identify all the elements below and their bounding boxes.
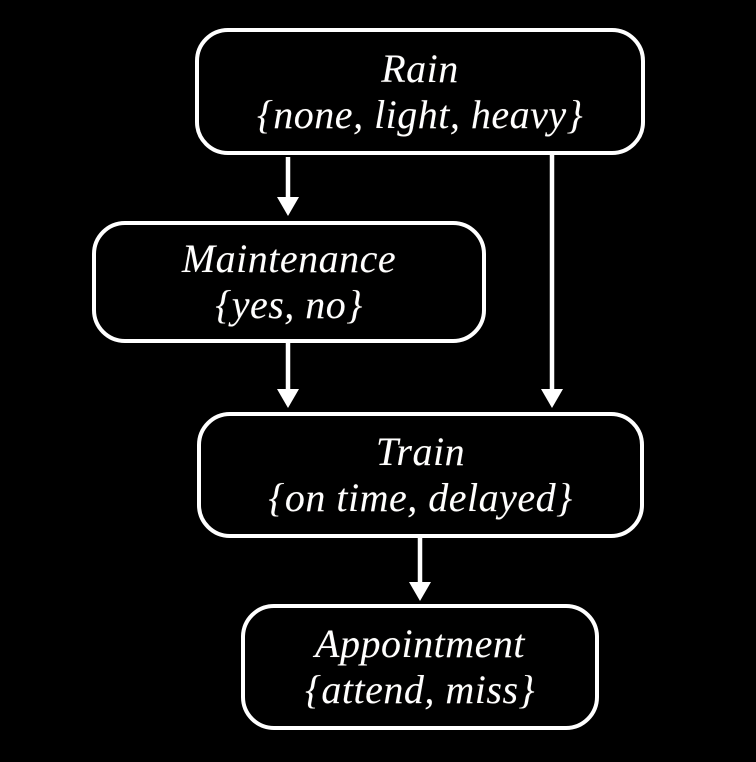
edge-maintenance-to-train-arrow (277, 342, 299, 408)
node-appointment-title: Appointment (315, 621, 525, 666)
node-train: Train {on time, delayed} (197, 412, 644, 538)
node-rain-values: {none, light, heavy} (256, 91, 584, 137)
node-rain-title: Rain (381, 45, 459, 91)
node-maintenance: Maintenance {yes, no} (92, 221, 486, 343)
node-train-values: {on time, delayed} (268, 475, 573, 520)
node-rain: Rain {none, light, heavy} (195, 28, 645, 155)
edge-rain-to-maintenance-arrow (277, 157, 299, 216)
node-maintenance-title: Maintenance (181, 236, 397, 281)
edge-rain-to-train-arrow (541, 153, 563, 408)
node-train-title: Train (375, 429, 466, 474)
node-appointment-values: {attend, miss} (304, 667, 536, 712)
node-appointment: Appointment {attend, miss} (241, 604, 599, 730)
node-maintenance-values: {yes, no} (215, 282, 363, 327)
edge-train-to-appointment-arrow (409, 538, 431, 601)
